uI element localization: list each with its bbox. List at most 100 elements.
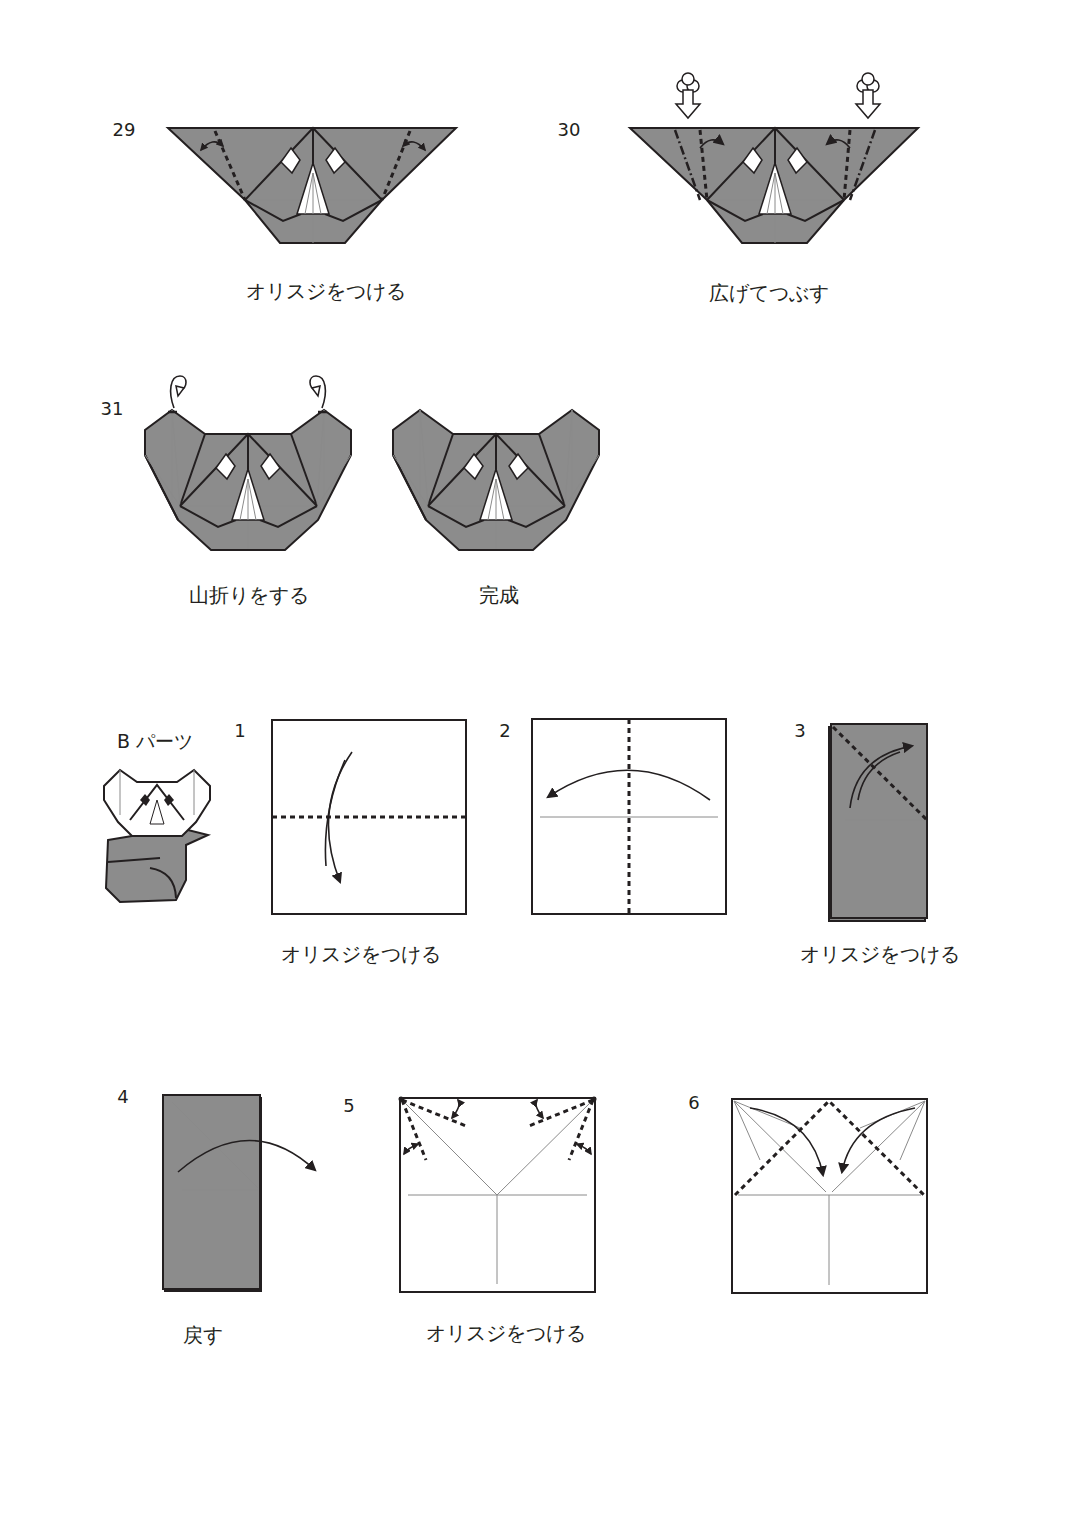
figure-stroke — [120, 770, 121, 815]
figure-stroke — [164, 794, 174, 806]
step-number: 6 — [688, 1092, 699, 1114]
step-4-figure — [163, 1095, 315, 1291]
figure-stroke — [194, 770, 195, 815]
step-number: 3 — [794, 720, 805, 742]
figure-stroke — [842, 1108, 915, 1172]
step-number: 30 — [558, 119, 581, 141]
figure-stroke — [532, 719, 726, 914]
figure-stroke — [171, 376, 186, 408]
step-number: 1 — [234, 720, 245, 742]
figure-stroke — [675, 130, 700, 200]
figure-stroke — [182, 1190, 258, 1191]
step-6-figure — [732, 1099, 927, 1293]
caption: 広げてつぶす — [709, 281, 829, 305]
figure-stroke — [104, 770, 210, 836]
figure-stroke — [700, 140, 723, 148]
step-number: 2 — [499, 720, 510, 742]
caption: オリスジをつける — [426, 1321, 586, 1345]
figure-stroke — [402, 1100, 466, 1126]
figure-part — [856, 73, 880, 118]
figure-stroke — [403, 142, 425, 150]
caption: 戻す — [183, 1323, 223, 1347]
figure-part — [676, 73, 700, 118]
caption: オリスジをつける — [800, 942, 960, 966]
figure-stroke — [548, 770, 710, 800]
caption: オリスジをつける — [246, 279, 406, 303]
figure-stroke — [272, 816, 466, 819]
figure-stroke — [497, 1098, 595, 1195]
step-30-figure — [630, 73, 918, 243]
figure-stroke — [844, 130, 850, 200]
figure-stroke — [750, 1108, 823, 1175]
figure-stroke — [831, 724, 927, 918]
figure-stroke — [399, 1097, 404, 1102]
figure-stroke — [738, 1195, 921, 1196]
figure-stroke — [404, 1144, 418, 1154]
figure-stroke — [178, 1140, 315, 1172]
caption: オリスジをつける — [281, 942, 441, 966]
figure-stroke — [150, 800, 164, 824]
figure-stroke — [735, 1101, 924, 1195]
step-number: 29 — [113, 119, 136, 141]
step-number: 5 — [343, 1095, 354, 1117]
figure-stroke — [168, 128, 456, 243]
figure-stroke — [845, 820, 925, 821]
figure-stroke — [628, 719, 631, 914]
figure-stroke — [833, 727, 927, 820]
part-name: B パーツ — [117, 730, 193, 753]
figure-stroke — [168, 411, 178, 414]
figure-stroke — [569, 1100, 593, 1160]
figure-stroke — [734, 1101, 826, 1192]
step-2-figure — [532, 719, 726, 914]
figure-stroke — [318, 411, 328, 414]
figure-stroke — [201, 142, 223, 150]
step-number: 4 — [117, 1086, 128, 1108]
figure-stroke — [676, 73, 700, 118]
figure-stroke — [732, 1099, 927, 1293]
figure-stroke — [700, 130, 707, 200]
figure-stroke — [108, 858, 160, 862]
figure-stroke — [393, 410, 599, 550]
figure-stroke — [829, 1195, 830, 1285]
figure-stroke — [215, 131, 245, 200]
figure-stroke — [497, 1195, 498, 1284]
figure-stroke — [402, 1100, 426, 1160]
figure-stroke — [452, 1100, 459, 1118]
step-3-figure — [829, 724, 927, 921]
b-part-figure — [104, 770, 210, 902]
step-31-figure — [145, 376, 351, 550]
figure-stroke — [400, 1098, 595, 1292]
figure-stroke — [172, 1102, 258, 1188]
step-number: 31 — [101, 398, 124, 420]
figure-stroke — [272, 720, 466, 914]
figure-stroke — [856, 73, 880, 118]
figure-stroke — [163, 1095, 260, 1289]
figure-stroke — [832, 1101, 925, 1192]
figure-stroke — [827, 140, 850, 148]
figure-stroke — [145, 410, 351, 550]
figure-stroke — [592, 1097, 597, 1102]
figure-stroke — [540, 817, 718, 818]
figure-stroke — [408, 1195, 587, 1196]
caption: 完成 — [479, 583, 519, 607]
figure-stroke — [850, 746, 912, 808]
figure-stroke — [106, 828, 208, 902]
figure-part — [171, 376, 186, 408]
figure-part — [310, 376, 325, 408]
figure-stroke — [858, 752, 900, 800]
figure-stroke — [310, 376, 325, 408]
figure-stroke — [850, 130, 875, 200]
step-29-figure — [168, 128, 456, 243]
figure-stroke — [536, 1100, 543, 1118]
figure-stroke — [630, 128, 918, 243]
figure-stroke — [529, 1100, 593, 1126]
figure-stroke — [382, 131, 410, 200]
step-5-figure — [399, 1097, 597, 1293]
figure-stroke — [150, 868, 176, 898]
figure-stroke — [400, 1098, 497, 1195]
step-1-figure — [272, 720, 466, 914]
figure-stroke — [577, 1144, 591, 1154]
figure-stroke — [140, 794, 150, 806]
finished-figure — [393, 410, 599, 550]
